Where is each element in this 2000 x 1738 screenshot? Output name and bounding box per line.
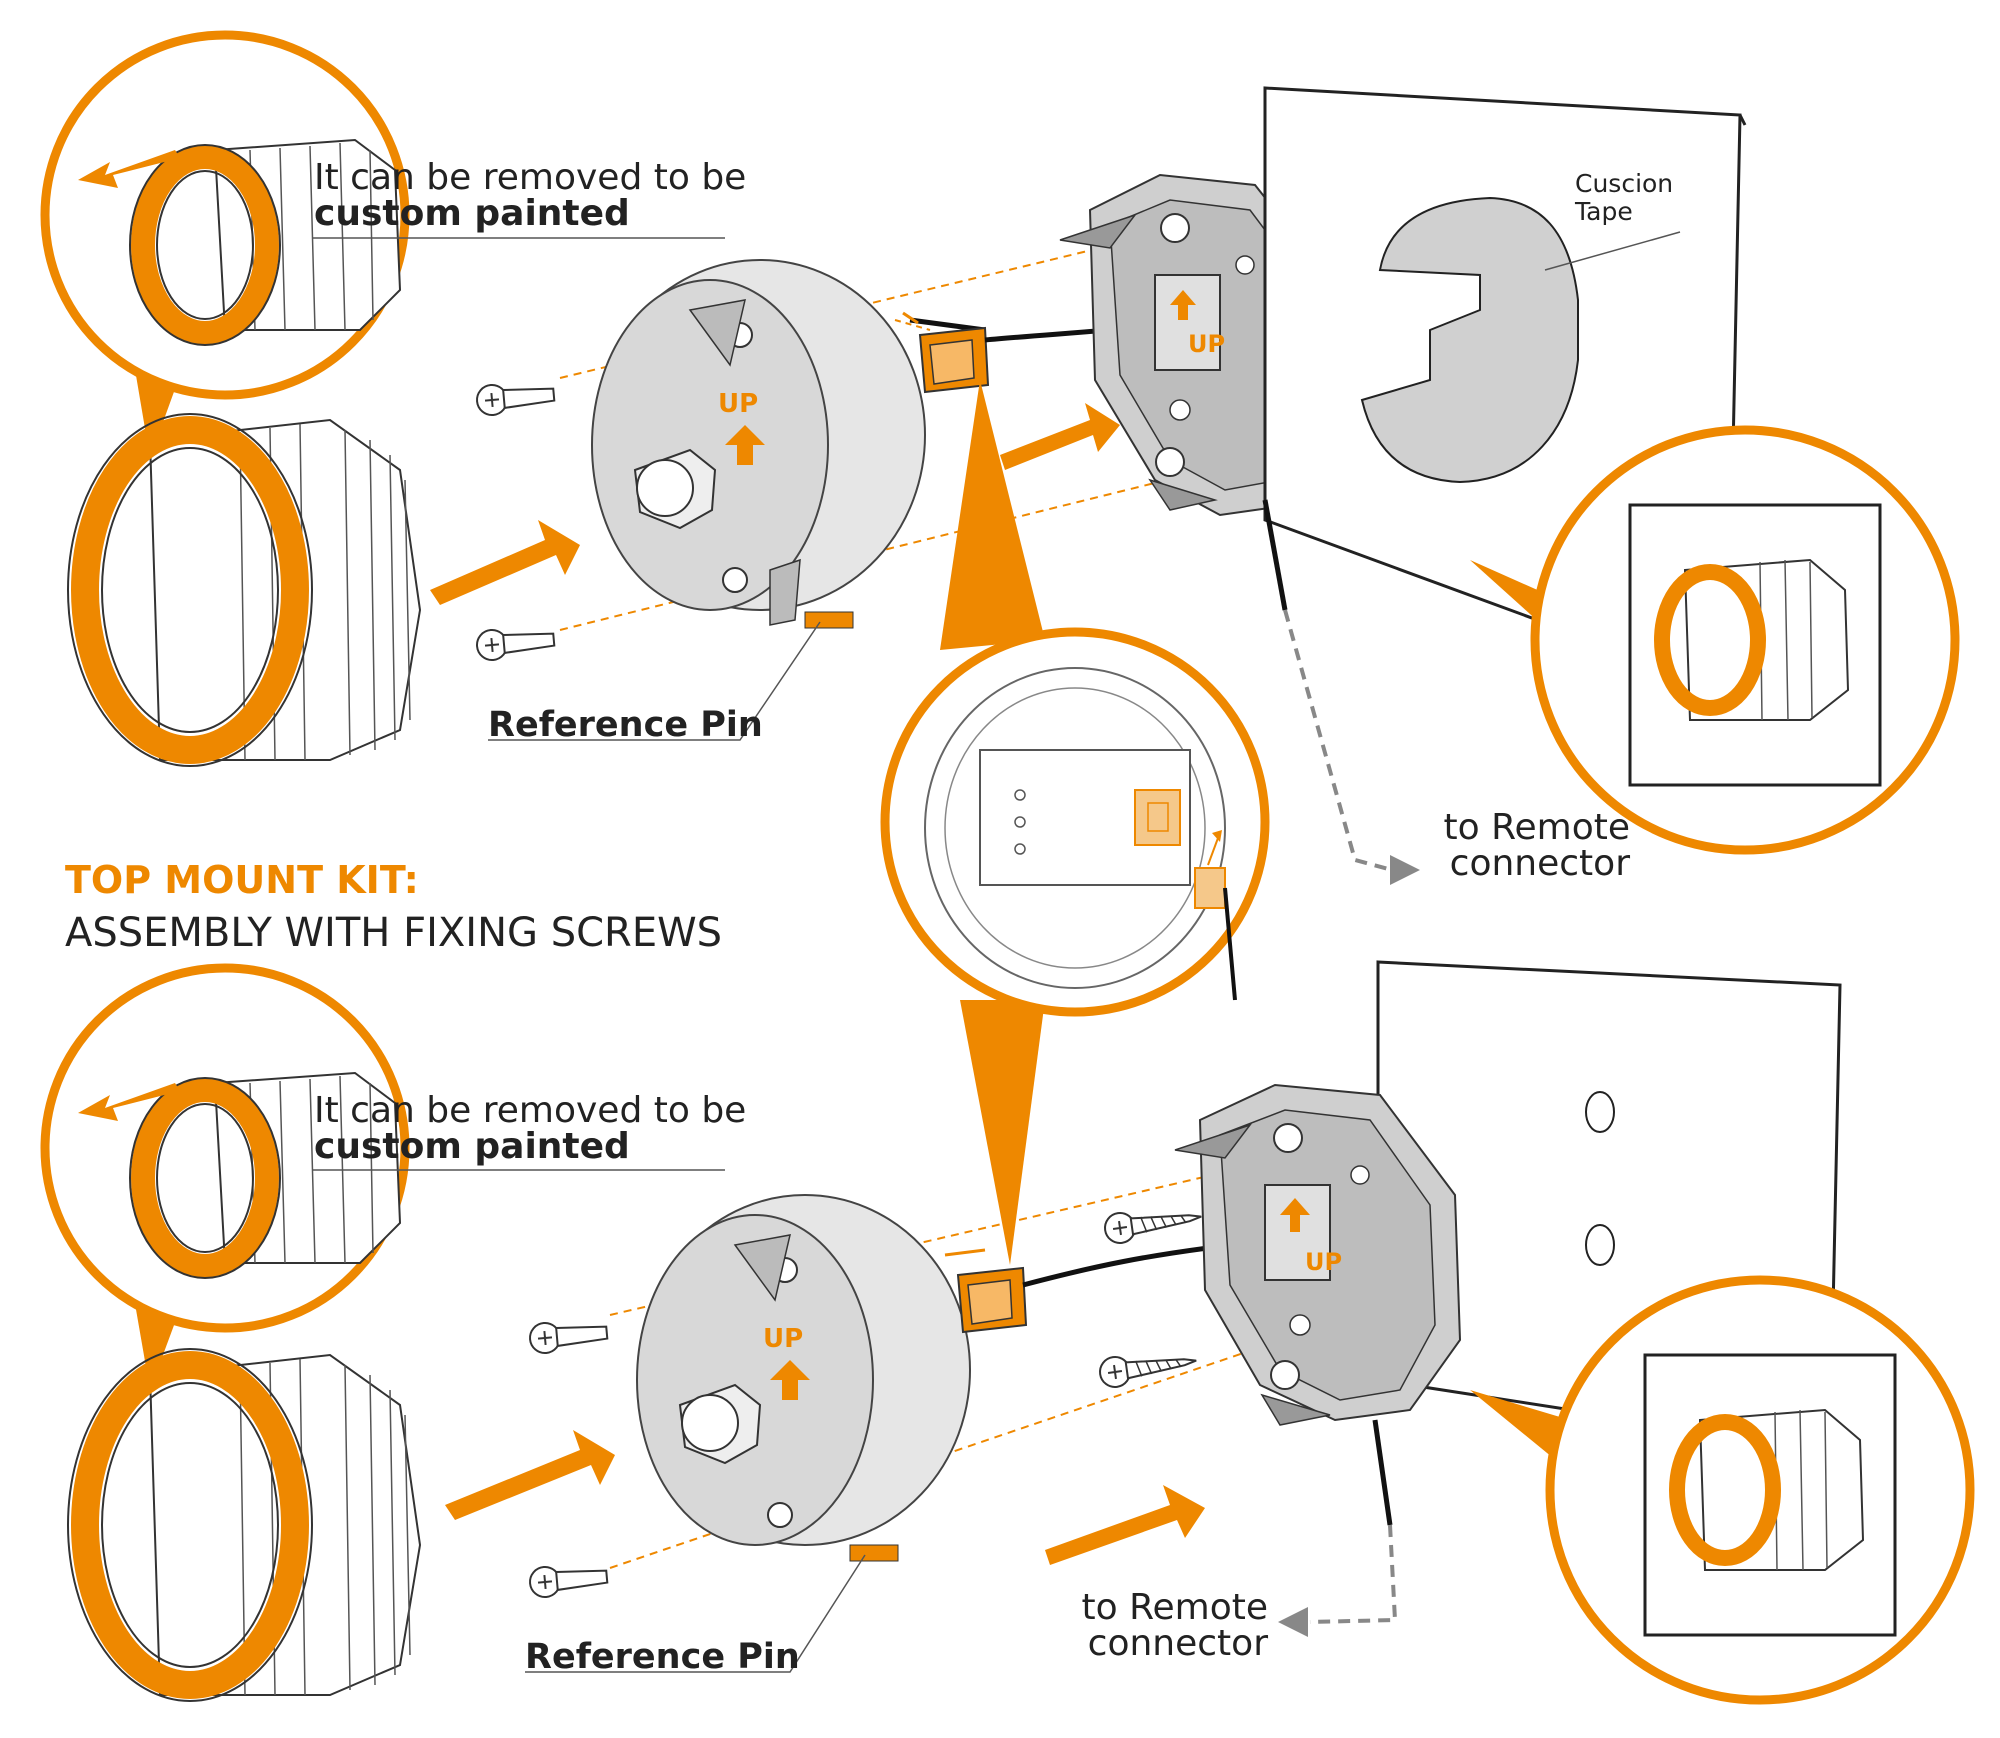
remote-connector-line: to Remote xyxy=(1081,1587,1269,1628)
direction-arrow-icon xyxy=(1045,1485,1205,1565)
cushion-tape-line: Tape xyxy=(1575,197,1633,226)
ring-removal-callout-top xyxy=(40,30,725,458)
ring-removal-callout-bottom xyxy=(40,963,725,1390)
callout-pointer-icon xyxy=(960,1000,1045,1265)
remote-arrow-icon xyxy=(1278,1607,1308,1637)
removal-note-line: It can be removed to be xyxy=(314,157,747,198)
reference-pin-label-top: Reference Pin xyxy=(488,705,763,745)
removal-note-bottom: It can be removed to be custom painted xyxy=(314,1093,746,1165)
base-up-marking: UP xyxy=(1305,1248,1342,1276)
mechanism-body-top xyxy=(591,259,926,629)
remote-connector-line: connector xyxy=(1087,1623,1268,1664)
connector-icon xyxy=(918,326,990,394)
knob-bottom xyxy=(67,1348,422,1702)
wire xyxy=(1372,1419,1393,1526)
screw-icon xyxy=(527,1560,610,1600)
screw-icon xyxy=(1097,1344,1200,1390)
remote-connector-line: to Remote xyxy=(1443,807,1631,848)
connector-detail-callout xyxy=(880,380,1270,1265)
wire xyxy=(909,317,986,333)
knob-top xyxy=(67,413,422,767)
mechanism-body-bottom xyxy=(636,1194,971,1562)
removal-arrow-icon xyxy=(78,1083,180,1121)
up-arrow-icon xyxy=(770,1360,810,1400)
wire xyxy=(1262,499,1288,611)
connector-icon xyxy=(956,1266,1028,1334)
kit-title: TOP MOUNT KIT: xyxy=(65,858,419,902)
cushion-tape xyxy=(1360,196,1681,484)
up-arrow-icon xyxy=(1280,1198,1310,1232)
callout-pointer-icon xyxy=(940,380,1045,650)
screw-icon xyxy=(527,1316,610,1356)
screw-icon xyxy=(1102,1200,1205,1246)
screw-icon xyxy=(474,623,557,663)
base-up-marking: UP xyxy=(1188,330,1225,358)
installed-view-callout-top xyxy=(1470,425,1960,855)
removal-note-top: It can be removed to be custom painted xyxy=(314,160,746,232)
removal-note-emphasis: custom painted xyxy=(314,193,630,234)
cushion-tape-label: Cuscion Tape xyxy=(1575,170,1673,226)
direction-arrow-icon xyxy=(430,520,580,605)
remote-connector-label-bottom: to Remote connector xyxy=(1068,1587,1269,1664)
direction-arrow-icon xyxy=(1000,403,1120,470)
up-marking: UP xyxy=(718,389,758,419)
remote-connector-label-top: to Remote connector xyxy=(1430,807,1631,884)
up-arrow-icon xyxy=(725,425,765,465)
remote-connector-line: connector xyxy=(1449,843,1630,884)
remote-arrow-icon xyxy=(1390,855,1420,885)
up-arrow-icon xyxy=(1170,290,1196,320)
removal-arrow-icon xyxy=(78,150,180,188)
kit-subtitle: ASSEMBLY WITH FIXING SCREWS xyxy=(65,910,723,956)
screw-icon xyxy=(474,378,557,418)
direction-arrow-icon xyxy=(445,1430,615,1520)
up-marking: UP xyxy=(763,1324,803,1354)
base-plate-bottom xyxy=(1174,1083,1462,1426)
removal-note-line: It can be removed to be xyxy=(314,1090,747,1131)
cushion-tape-line: Cuscion xyxy=(1575,169,1674,198)
reference-pin-label-bottom: Reference Pin xyxy=(525,1637,800,1677)
removal-note-emphasis: custom painted xyxy=(314,1126,630,1167)
installed-view-callout-bottom xyxy=(1470,1275,1975,1705)
